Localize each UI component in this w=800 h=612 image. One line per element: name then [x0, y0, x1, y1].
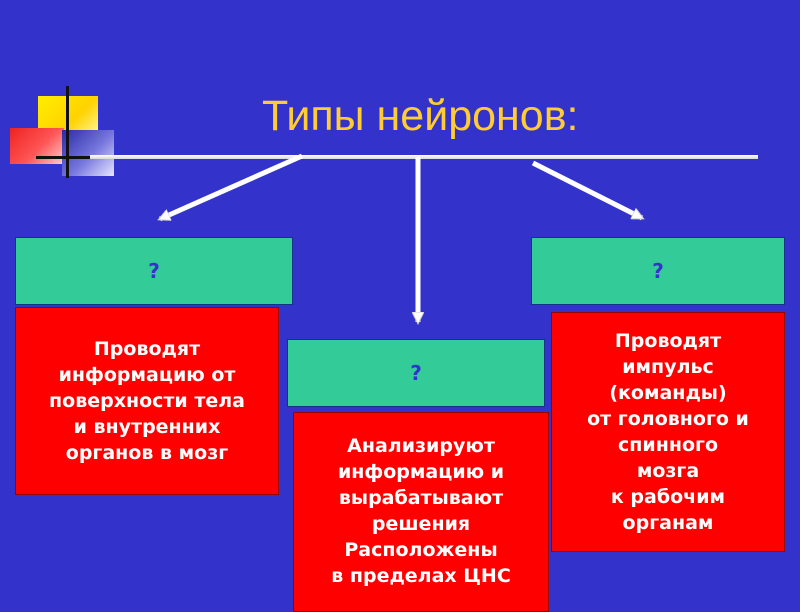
question-box-interneuron: ? [287, 339, 545, 407]
question-box-sensory: ? [15, 237, 293, 305]
question-box-motor: ? [531, 237, 785, 305]
page-title: Типы нейронов: [262, 92, 579, 140]
decor-vertical-line [66, 86, 69, 178]
description-box-motor: Проводят импульс (команды) от головного … [551, 312, 785, 552]
title-underline [90, 155, 758, 159]
arrow-left-down-icon [160, 153, 304, 222]
arrow-right-down-icon [531, 160, 642, 221]
description-box-interneuron: Анализируют информацию и вырабатывают ре… [293, 412, 549, 612]
decor-horizontal-line [36, 156, 116, 159]
description-box-sensory: Проводят информацию от поверхности тела … [15, 307, 279, 495]
decor-square-blue [62, 130, 114, 176]
